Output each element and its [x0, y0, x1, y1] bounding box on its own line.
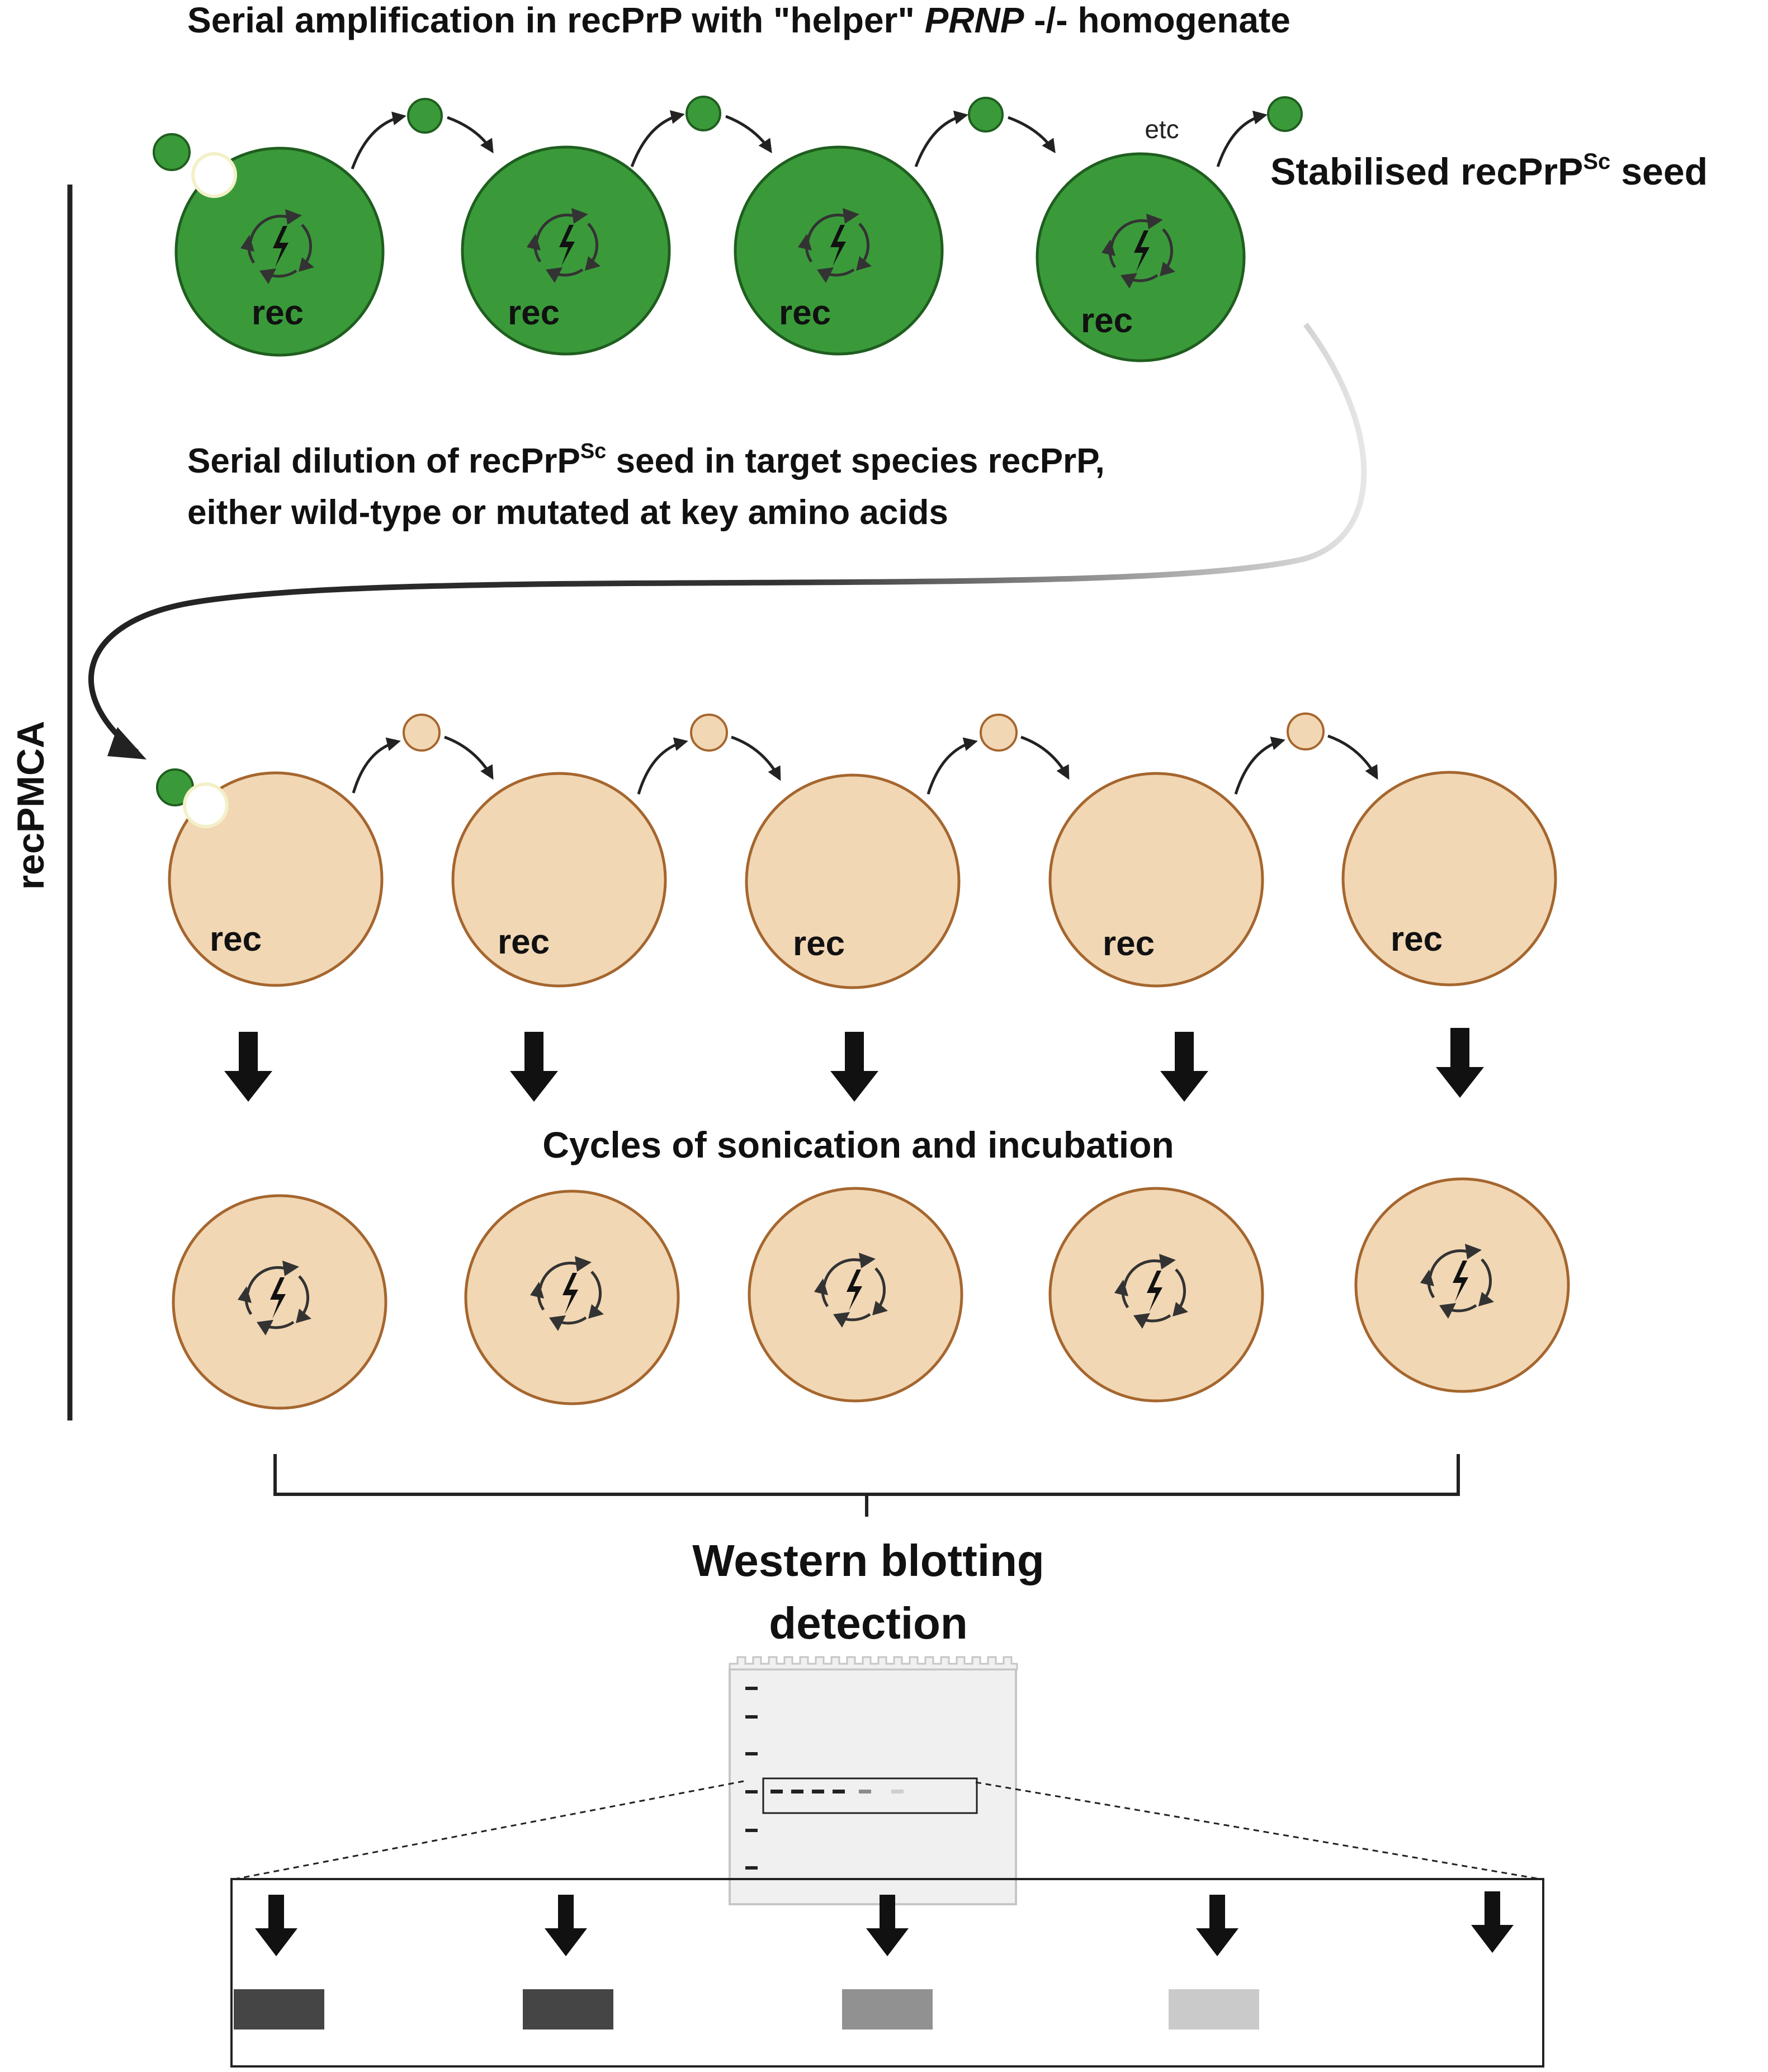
svg-text:rec: rec [210, 920, 262, 959]
western-label-line1: Western blotting [692, 1536, 1044, 1585]
svg-text:rec: rec [1081, 301, 1133, 340]
zoomed-blot-panel [230, 1878, 1544, 2068]
western-label-line2: detection [769, 1598, 968, 1648]
transfer-dot [1287, 712, 1325, 751]
transfer-arrow [731, 735, 781, 781]
tan-tube-row: rec rec rec rec rec [156, 712, 1557, 989]
sonication-tube-row [172, 1177, 1570, 1410]
sonication-tube [748, 1187, 963, 1403]
transfer-arrow [1234, 737, 1285, 795]
tan-tube: rec [168, 771, 384, 987]
transfer-arrow [1327, 734, 1378, 780]
transfer-arrow [1020, 735, 1070, 780]
zoom-box [762, 1777, 978, 1814]
serial-dilution-line1: Serial dilution of recPrPSc seed in targ… [187, 440, 1105, 480]
serial-dilution-line2: either wild-type or mutated at key amino… [187, 493, 948, 532]
transfer-arrow [447, 116, 494, 154]
green-tube: rec [734, 145, 944, 356]
transfer-arrow [444, 735, 494, 780]
svg-text:rec: rec [508, 294, 560, 332]
cycles-label: Cycles of sonication and incubation [542, 1124, 1174, 1165]
etc-label: etc [1145, 115, 1179, 144]
svg-text:rec: rec [1391, 920, 1443, 959]
svg-text:rec: rec [779, 294, 831, 332]
dilution-arrow-head [107, 727, 146, 759]
transfer-dot [980, 714, 1018, 752]
results-bracket [273, 1454, 1460, 1517]
transfer-arrow [725, 115, 772, 154]
stabilised-seed-label: Stabilised recPrPSc seed [1270, 149, 1708, 193]
green-tube: rec [1036, 152, 1246, 362]
down-arrows [224, 1028, 1484, 1102]
transfer-arrow [630, 110, 685, 167]
svg-text:rec: rec [252, 294, 304, 332]
zoom-line [975, 1781, 1541, 1880]
zoom-line [234, 1780, 744, 1880]
western-blot-gel [729, 1656, 1018, 1905]
transfer-arrow [1216, 110, 1268, 167]
green-tube-row: rec rec rec rec etc [153, 96, 1303, 362]
transfer-dot [1267, 96, 1303, 132]
green-tube: rec [174, 147, 385, 357]
recpmca-label: recPMCA [10, 721, 52, 890]
ladder-marks [745, 1687, 758, 1870]
green-tube: rec [461, 145, 671, 356]
title: Serial amplification in recPrP with "hel… [187, 0, 1290, 40]
transfer-dot [407, 98, 443, 134]
sonication-tube [172, 1194, 387, 1410]
sonication-tube [1354, 1177, 1570, 1393]
gel-bands [770, 1790, 904, 1793]
tan-tube: rec [451, 772, 667, 988]
tan-tube: rec [1341, 771, 1557, 987]
transfer-arrow [914, 110, 968, 167]
result-band [1169, 1989, 1259, 2029]
transfer-arrow [637, 737, 688, 795]
transfer-dot [968, 97, 1004, 133]
result-band [842, 1989, 933, 2029]
tan-tube: rec [745, 773, 961, 989]
dilution-curve-arrow [88, 323, 1367, 754]
sonication-tube [1048, 1187, 1264, 1403]
tan-tube: rec [1048, 772, 1264, 988]
transfer-dot [686, 96, 721, 131]
result-band [523, 1989, 613, 2029]
transfer-arrow [926, 737, 978, 795]
svg-text:rec: rec [498, 923, 550, 961]
result-band [234, 1989, 324, 2029]
transfer-dot [403, 714, 441, 752]
sonication-tube [464, 1190, 680, 1405]
transfer-arrow [1008, 116, 1056, 154]
transfer-arrow [352, 737, 401, 794]
transfer-dot [690, 714, 728, 752]
svg-text:rec: rec [793, 924, 845, 963]
transfer-arrow [351, 111, 406, 169]
green-seed [153, 133, 191, 171]
svg-text:rec: rec [1103, 924, 1155, 963]
